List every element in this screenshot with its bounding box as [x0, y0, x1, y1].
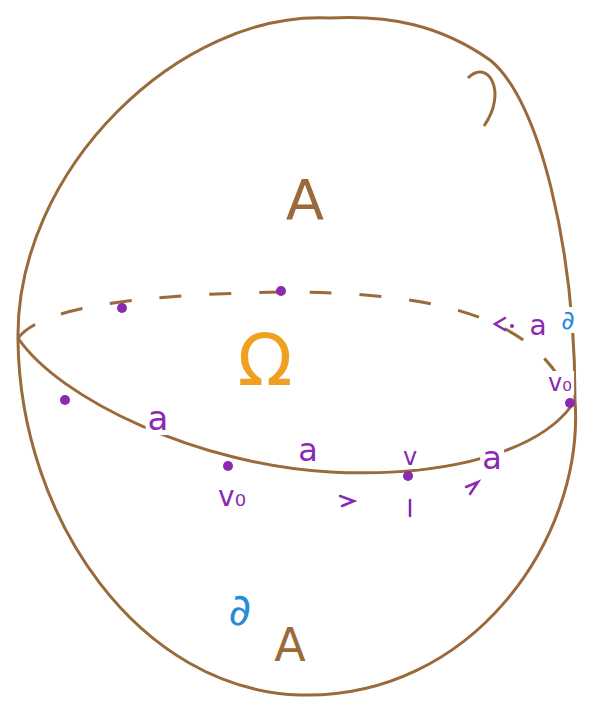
edge-label: a — [296, 434, 320, 466]
vertex-dot — [403, 471, 413, 481]
tick-mark — [409, 500, 412, 516]
vertex-dot — [117, 303, 127, 313]
vertex-dot — [223, 461, 233, 471]
arrow-mark — [466, 482, 478, 494]
edge-label: a — [146, 401, 171, 435]
edge-label: a — [480, 442, 504, 474]
vertex-dot — [510, 324, 514, 328]
arrow-mark — [495, 318, 505, 330]
vertex-dots — [60, 286, 575, 481]
vertex-dot — [276, 286, 286, 296]
edge-label: a — [527, 312, 548, 340]
boundary-symbol: ∂ — [227, 588, 254, 632]
edge-arrows — [340, 318, 505, 516]
region-label: Ω — [235, 324, 294, 396]
vertex-label: v₀ — [216, 483, 248, 511]
surface-label: A — [284, 172, 326, 228]
outline-squiggle — [468, 72, 495, 126]
arrow-mark — [340, 496, 354, 506]
boundary-symbol: ∂ — [559, 307, 576, 333]
surface-label: A — [272, 622, 307, 668]
vertex-dot — [565, 398, 575, 408]
vertex-label: v₀ — [546, 371, 574, 395]
vertex-label: v — [401, 445, 419, 469]
equator-back — [18, 292, 572, 405]
sphere-outline — [18, 17, 576, 695]
vertex-dot — [60, 395, 70, 405]
